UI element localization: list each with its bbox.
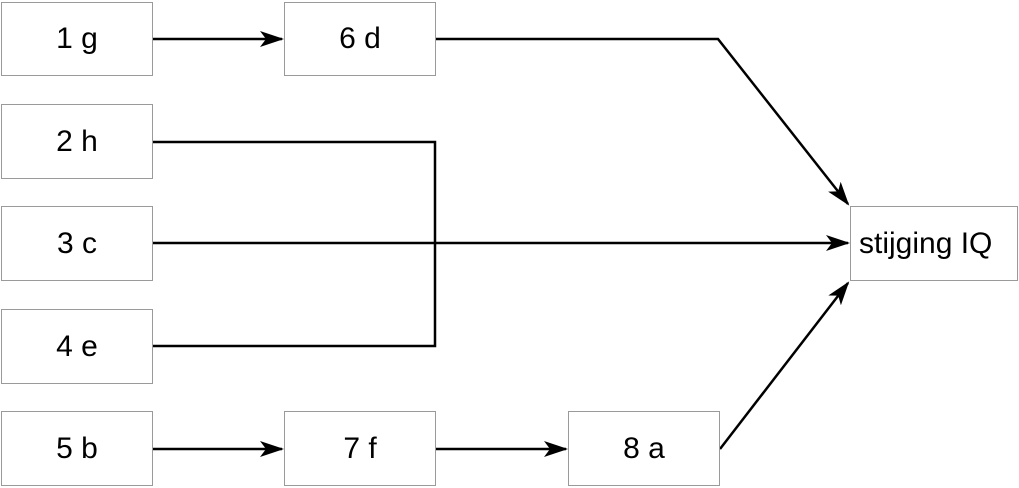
node-8a: 8 a xyxy=(568,411,720,486)
node-3c-label: 3 c xyxy=(56,226,98,260)
node-5b: 5 b xyxy=(1,411,153,486)
node-5b-label: 5 b xyxy=(56,431,98,465)
edge-8a-target xyxy=(719,281,850,450)
node-2h-label: 2 h xyxy=(56,124,98,158)
edge-6d-target xyxy=(436,37,850,206)
node-8a-label: 8 a xyxy=(623,431,665,465)
node-7f: 7 f xyxy=(284,411,436,486)
node-1g-label: 1 g xyxy=(56,22,98,55)
node-stijging-iq: stijging IQ xyxy=(850,206,1018,281)
node-6d-label: 6 d xyxy=(339,22,381,55)
node-1g: 1 g xyxy=(1,2,153,76)
node-6d: 6 d xyxy=(284,2,436,76)
node-4e-label: 4 e xyxy=(56,329,98,363)
node-stijging-iq-label: stijging IQ xyxy=(859,226,993,260)
node-2h: 2 h xyxy=(1,104,153,179)
node-3c: 3 c xyxy=(1,206,153,281)
node-7f-label: 7 f xyxy=(343,431,377,465)
node-4e: 4 e xyxy=(1,309,153,384)
